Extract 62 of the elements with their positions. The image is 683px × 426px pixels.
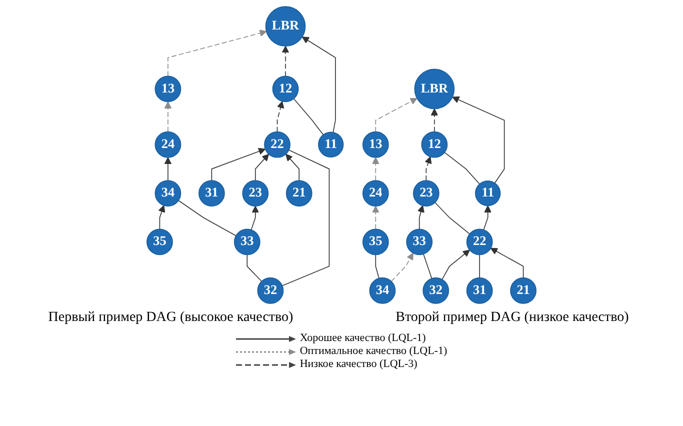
arrow bbox=[158, 205, 166, 230]
arrow bbox=[375, 98, 418, 132]
arrow bbox=[483, 205, 492, 230]
node-circle: LBR bbox=[265, 6, 306, 47]
node-circle: LBR bbox=[414, 68, 455, 110]
arrow bbox=[430, 108, 438, 132]
connector bbox=[375, 254, 380, 279]
connector bbox=[178, 200, 236, 236]
arrow bbox=[302, 36, 336, 133]
arrow bbox=[168, 30, 267, 77]
node-circle: 13 bbox=[154, 76, 182, 102]
arrow bbox=[490, 248, 524, 278]
node-circle: 12 bbox=[272, 76, 299, 102]
node-circle: 22 bbox=[264, 131, 290, 158]
connector bbox=[434, 202, 470, 234]
node-circle: 31 bbox=[198, 180, 225, 206]
node-circle: 13 bbox=[362, 131, 389, 158]
arrow bbox=[250, 206, 260, 230]
arrow bbox=[417, 205, 424, 230]
arrow bbox=[285, 154, 300, 181]
arrow bbox=[442, 250, 470, 280]
node-circle: 31 bbox=[466, 277, 493, 304]
connector bbox=[282, 150, 330, 286]
node-circle: 11 bbox=[474, 180, 501, 206]
diagram-caption: Второй пример DAG (низкое качество) bbox=[394, 310, 630, 326]
node-circle: 23 bbox=[412, 180, 440, 206]
node-circle: 32 bbox=[257, 277, 284, 304]
connector bbox=[423, 254, 432, 279]
node-circle: 32 bbox=[422, 277, 450, 304]
arrow bbox=[254, 154, 270, 181]
node-circle: 33 bbox=[406, 228, 433, 256]
connector bbox=[293, 98, 324, 136]
node-circle: 34 bbox=[154, 180, 182, 206]
arrow bbox=[276, 101, 284, 132]
node-circle: 35 bbox=[146, 228, 173, 256]
node-circle: 12 bbox=[421, 131, 448, 158]
arrow bbox=[452, 96, 505, 184]
legend-text: Хорошее качество (LQL-1) bbox=[300, 332, 426, 345]
node-circle: 23 bbox=[242, 180, 269, 206]
node-circle: 34 bbox=[369, 277, 396, 304]
node-circle: 21 bbox=[286, 180, 312, 206]
arrow bbox=[211, 148, 266, 181]
arrow bbox=[372, 157, 380, 181]
node-circle: 11 bbox=[318, 132, 344, 158]
node-circle: 21 bbox=[510, 277, 536, 304]
node-circle: 24 bbox=[362, 180, 389, 206]
node-circle: 24 bbox=[154, 131, 182, 158]
node-circle: 35 bbox=[362, 228, 389, 256]
legend-text: Оптимальное качество (LQL-1) bbox=[300, 345, 448, 358]
connector bbox=[444, 152, 480, 184]
node-circle: 33 bbox=[234, 228, 260, 256]
arrow bbox=[424, 156, 432, 181]
arrow bbox=[164, 157, 172, 181]
node-circle: 22 bbox=[466, 228, 493, 256]
connector bbox=[479, 254, 480, 278]
legend-text: Низкое качество (LQL-3) bbox=[300, 358, 418, 371]
diagram-caption: Первый пример DAG (высокое качество) bbox=[47, 310, 294, 326]
connector bbox=[246, 254, 262, 282]
arrow bbox=[372, 206, 380, 230]
arrow bbox=[164, 101, 172, 132]
arrow bbox=[282, 46, 290, 77]
arrow bbox=[390, 252, 414, 282]
